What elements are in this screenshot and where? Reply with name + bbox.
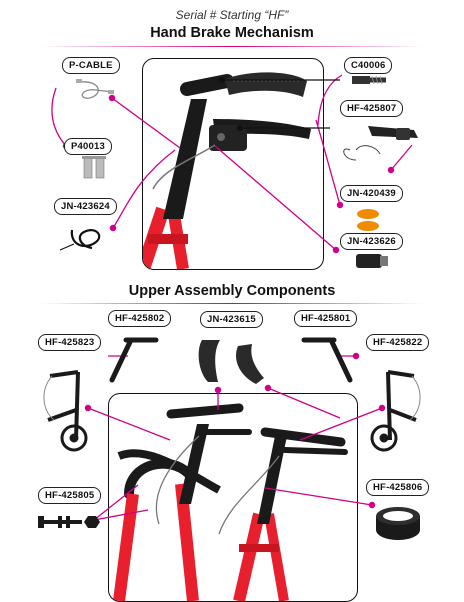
p-cable-drawing <box>76 79 114 99</box>
part-tag-c40006: C40006 <box>344 57 393 74</box>
part-tag-hf-425807: HF-425807 <box>340 100 404 117</box>
hf-425823-assembly-drawing <box>43 370 88 452</box>
part-tag-hf-425806: HF-425806 <box>366 479 430 496</box>
p40013-pins-drawing <box>82 156 106 179</box>
part-tag-p-cable: P-CABLE <box>62 57 120 74</box>
part-tag-jn-423615: JN-423615 <box>200 311 263 328</box>
jn-423626-housing-drawing <box>356 254 388 268</box>
upper-assembly-illustration <box>113 403 348 601</box>
hand-brake-photo-frame <box>142 58 324 270</box>
hf-425801-bracket-drawing <box>301 337 353 383</box>
part-tag-jn-423626: JN-423626 <box>340 233 403 250</box>
part-tag-hf-425822: HF-425822 <box>366 334 430 351</box>
jn-420439-pads-drawing <box>357 209 379 231</box>
part-tag-hf-425802: HF-425802 <box>108 310 172 327</box>
upper-assembly-title: Upper Assembly Components <box>128 283 336 299</box>
hand-brake-illustration <box>143 72 311 269</box>
hf-425805-bolt-drawing <box>38 516 100 528</box>
hf-425802-bracket-drawing <box>109 337 159 383</box>
part-tag-hf-425801: HF-425801 <box>294 310 358 327</box>
part-tag-p40013: P40013 <box>64 138 112 155</box>
c40006-screw-drawing <box>352 75 386 85</box>
hf-425822-assembly-drawing <box>370 370 421 452</box>
part-tag-jn-423624: JN-423624 <box>54 198 117 215</box>
part-tag-hf-425823: HF-425823 <box>38 334 102 351</box>
part-tag-hf-425805: HF-425805 <box>38 487 102 504</box>
upper-assembly-photo-frame <box>108 393 358 602</box>
upper-assembly-divider <box>40 303 424 304</box>
hf-425806-ring-drawing <box>376 507 420 540</box>
jn-423624-cable-drawing <box>59 229 101 251</box>
jn-423615-grips-drawing <box>198 340 264 384</box>
serial-note: Serial # Starting “HF” <box>175 8 289 22</box>
part-tag-jn-420439: JN-420439 <box>340 185 403 202</box>
hand-brake-title: Hand Brake Mechanism <box>150 25 314 41</box>
hand-brake-divider <box>40 46 424 47</box>
hf-425807-lever-drawing <box>343 126 418 161</box>
